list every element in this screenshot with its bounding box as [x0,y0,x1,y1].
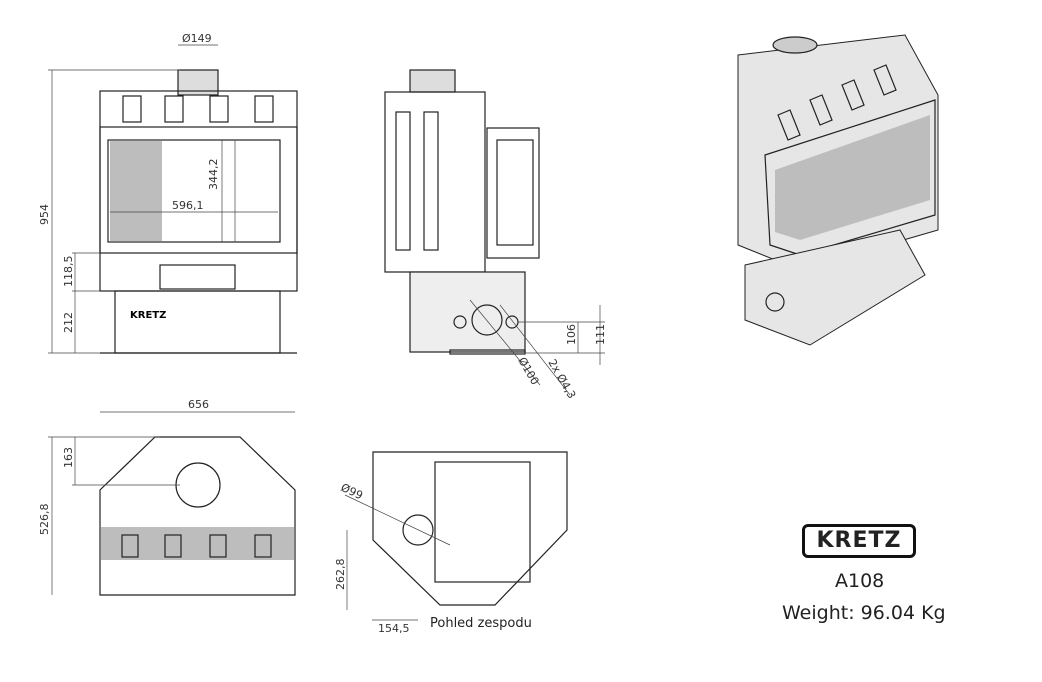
dim-lower: 118,5 [62,256,75,288]
side-view: 106 111 Ø100 2x Ø4,3 [384,69,607,401]
top-view: 656 526,8 163 [38,398,296,596]
front-logo: KRETZ [130,310,166,321]
dim-holes: 2x Ø4,3 [545,357,578,401]
dim-y: 262,8 [334,559,347,591]
dim-flue-offset: 163 [62,447,75,468]
dim-height: 954 [38,204,51,225]
dim-diameter: Ø99 [339,481,365,502]
brand-logo: KRETZ [802,524,916,558]
dim-width: 656 [188,398,209,411]
dim-glass-width: 596,1 [172,199,204,212]
model-label: A108 [835,570,885,592]
dim-outlet: Ø100 [515,355,541,387]
bottom-view: Ø99 262,8 154,5 Pohled zespodu [334,451,568,635]
dim-x: 154,5 [378,622,410,635]
weight-label: Weight: 96.04 Kg [782,602,946,624]
dim-h1: 106 [565,324,578,345]
dim-h2: 111 [594,324,607,345]
dim-base: 212 [62,312,75,333]
brand-logo-text: KRETZ [816,528,902,553]
front-view: KRETZ Ø149 596,1 344,2 954 118,5 212 [38,32,298,354]
isometric-view [737,34,939,346]
bottom-view-title: Pohled zespodu [430,616,532,631]
dim-flue: Ø149 [182,32,212,45]
dim-glass-height: 344,2 [207,159,220,191]
dim-depth: 526,8 [38,504,51,536]
